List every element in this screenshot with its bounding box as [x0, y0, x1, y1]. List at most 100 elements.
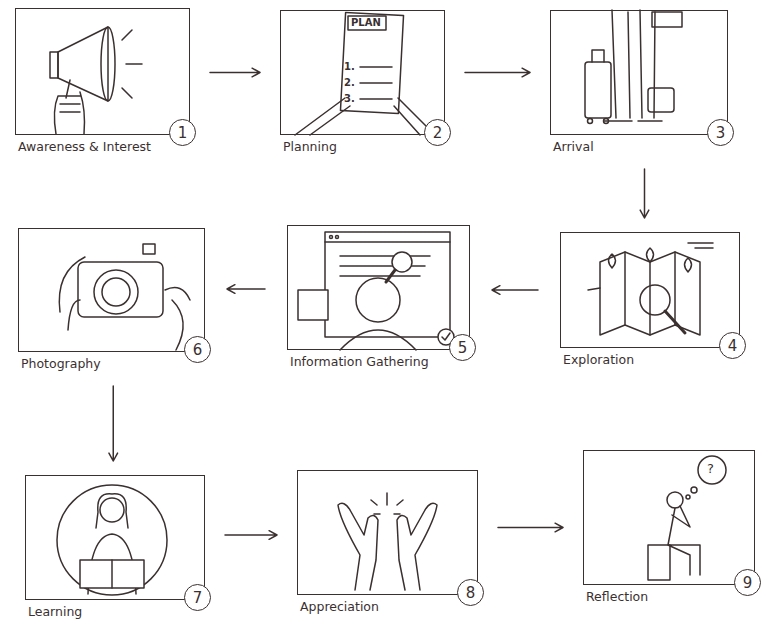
storyboard-panel: Appreciation8 [297, 470, 478, 595]
box-sketch [298, 290, 328, 320]
wheel [604, 119, 609, 124]
person-head [356, 278, 400, 322]
portrait-circle [57, 485, 167, 595]
right-hand [397, 503, 437, 590]
arrival-sketch [585, 10, 682, 124]
sketch-text: PLAN [351, 18, 381, 28]
storyboard-panel: Arrival3 [550, 10, 728, 135]
sketch-text: 3. [344, 94, 355, 104]
thinker-sketch [648, 456, 726, 580]
bag [648, 88, 674, 112]
step-number-circle: 5 [449, 334, 476, 361]
sketch-text: 2. [344, 78, 355, 88]
flow-arrow [492, 286, 538, 295]
shoes-sketch [604, 120, 662, 122]
hand-sketch [54, 80, 84, 134]
panel-caption: Awareness & Interest [18, 139, 151, 154]
thought-bubble [698, 456, 726, 484]
step-number-circle: 8 [457, 579, 484, 606]
callout-number: 6 [193, 341, 203, 359]
storyboard-panel: Learning7 [25, 475, 205, 600]
callout-number: 3 [716, 124, 726, 142]
panel-caption: Information Gathering [290, 354, 429, 369]
storyboard-panel: Information Gathering5 [287, 225, 470, 350]
wheel [588, 119, 593, 124]
suitcase [585, 62, 611, 118]
head [100, 498, 124, 522]
sketch-text: ? [707, 462, 714, 475]
hair [96, 494, 128, 528]
storyboard-panel: Awareness & Interest1 [15, 8, 190, 135]
thought-dot [686, 495, 690, 499]
flow-arrow [498, 523, 563, 532]
list-lines [360, 67, 392, 99]
step-number-circle: 1 [169, 119, 196, 146]
page-lines [325, 242, 450, 276]
camera-body [78, 262, 163, 317]
panel-caption: Arrival [553, 139, 594, 154]
reading-sketch [57, 485, 167, 595]
motion-lines [588, 243, 713, 290]
map-sketch [588, 243, 713, 335]
flow-arrow [227, 285, 265, 294]
step-number-circle: 4 [719, 332, 746, 359]
arms-sketch [295, 98, 435, 135]
map-pins [609, 248, 692, 272]
callout-number: 2 [433, 124, 443, 142]
storyboard-panel: Reflection9 [583, 450, 755, 585]
hands-appreciation-sketch [338, 493, 437, 590]
sound-lines [122, 30, 142, 98]
callout-number: 7 [193, 589, 203, 607]
storyboard-panel: Planning2 [280, 10, 445, 135]
plan-tab [348, 16, 386, 30]
megaphone-back [50, 52, 58, 78]
camera-flash [143, 244, 155, 254]
callout-number: 8 [466, 584, 476, 602]
callout-number: 5 [458, 339, 468, 357]
left-hand [338, 503, 378, 590]
storyboard-panel: Exploration4 [560, 232, 740, 348]
plan-clipboard-sketch [295, 13, 435, 135]
step-number-circle: 2 [424, 119, 451, 146]
map-folds [625, 252, 675, 335]
flow-arrow [640, 169, 649, 218]
panel-caption: Exploration [563, 352, 634, 367]
callout-number: 1 [178, 124, 188, 142]
person-shoulders [340, 330, 416, 350]
clipboard [340, 13, 403, 114]
step-number-circle: 6 [184, 336, 211, 363]
callout-number: 9 [743, 574, 753, 592]
megaphone-bell [101, 27, 115, 101]
panel-caption: Learning [28, 604, 82, 619]
flow-arrow [225, 531, 277, 540]
body [668, 506, 700, 575]
panel-caption: Planning [283, 139, 337, 154]
research-sketch [298, 232, 454, 350]
window-dot [336, 236, 339, 239]
magnifier-handle [386, 270, 395, 282]
camera-sketch [59, 244, 190, 350]
storyboard-panel: Photography6 [18, 228, 205, 352]
flow-arrow [210, 68, 260, 77]
flow-arrow [465, 68, 530, 77]
callout-number: 4 [728, 337, 738, 355]
spark-lines [371, 493, 403, 514]
step-number-circle: 9 [734, 569, 761, 596]
flow-arrow [109, 386, 118, 461]
book-spine [111, 560, 113, 588]
panel-caption: Reflection [586, 589, 648, 604]
window-dot [330, 236, 333, 239]
seat [648, 545, 670, 580]
suitcase-handle [592, 50, 604, 62]
panel-caption: Appreciation [300, 599, 379, 614]
step-number-circle: 7 [184, 584, 211, 611]
sketch-text: 1. [344, 62, 355, 72]
camera-lens-inner [102, 278, 130, 306]
book [80, 560, 144, 588]
ticket-sketch [652, 12, 682, 27]
panel-caption: Photography [21, 356, 101, 371]
check-mark [442, 333, 450, 340]
